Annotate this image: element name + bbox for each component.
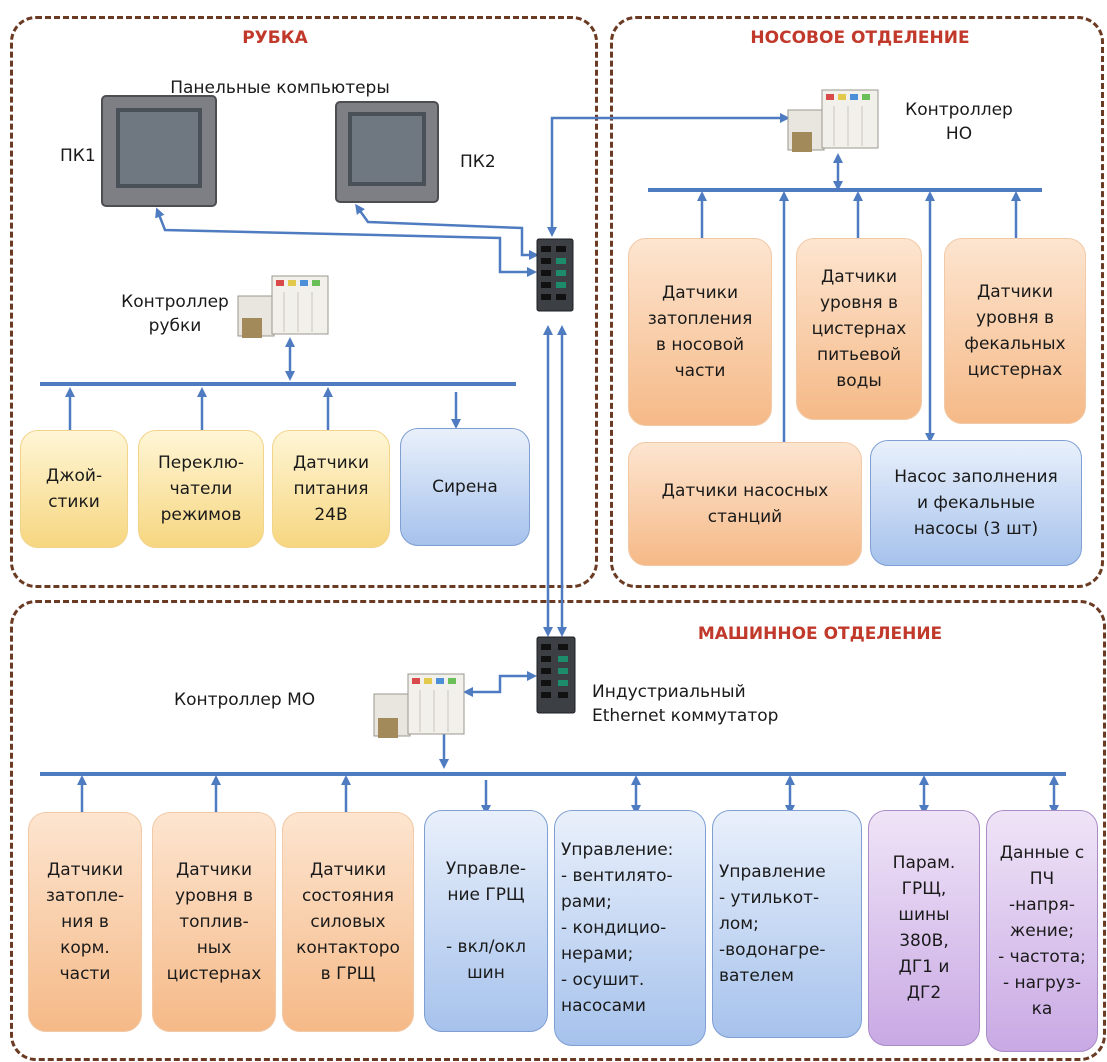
zone-title-engine: МАШИННОЕ ОТДЕЛЕНИЕ [697,624,943,644]
pc1-monitor-icon [101,95,217,207]
box-ventilation-control: Управление: - вентилято- рами; - кондици… [554,810,706,1046]
pc2-label: ПК2 [460,152,496,172]
pc1-label: ПК1 [60,146,96,166]
ethernet-switch-engine-icon [536,636,576,714]
controller-nose-icon [787,89,879,152]
controller-rubka-icon [237,275,329,338]
link-pc2-switch [355,203,539,260]
box-grsh-control: Управле- ние ГРЩ - вкл/окл шин [424,810,548,1032]
panel-computers-label: Панельные компьютеры [170,78,390,98]
link-pc1-switch [155,207,537,277]
zone-title-rubka: РУБКА [242,28,308,48]
box-grsh-params: Парам. ГРЩ, шины 380В, ДГ1 и ДГ2 [868,810,980,1046]
ethernet-switch-label: Индустриальный Ethernet коммутатор [592,682,779,726]
box-fuel-level: Датчики уровня в топлив- ных цистернах [152,812,276,1032]
box-drinking-water-level: Датчики уровня в цистернах питьевой воды [796,238,922,420]
bus-engine [40,772,1066,776]
bus-rubka [40,382,516,386]
box-contactor-state: Датчики состояния силовых контакторо в Г… [282,812,414,1032]
ethernet-switch-top-icon [536,238,574,312]
controller-engine-label: Контроллер МО [174,690,316,710]
link-switch-nose [547,113,790,237]
box-vfd-data: Данные с ПЧ -напря- жение; - частота; - … [986,810,1098,1052]
zone-title-nose: НОСОВОЕ ОТДЕЛЕНИЕ [750,28,970,48]
bus-nose [648,188,1042,192]
controller-engine-icon [373,673,465,738]
box-pump-station-sensors: Датчики насосных станций [628,442,862,566]
box-siren: Сирена [400,428,530,546]
box-stern-flood-sensors: Датчики затопле- ния в корм. части [28,812,142,1032]
box-fecal-level: Датчики уровня в фекальных цистернах [944,238,1086,424]
zone-rubka [10,16,598,588]
box-joysticks: Джой- стики [20,430,128,548]
box-nose-flood-sensors: Датчики затопления в носовой части [628,238,772,426]
box-power-sensors: Датчики питания 24В [272,430,390,548]
controller-rubka-label: Контроллер рубки [121,292,229,336]
box-pumps: Насос заполнения и фекальные насосы (3 ш… [870,440,1082,566]
controller-nose-label: Контроллер НО [905,100,1013,144]
box-boiler-control: Управление - утилькот- лом; -водонагре- … [712,810,862,1038]
zone-nose [610,16,1104,588]
pc2-monitor-icon [335,101,439,203]
link-switch-mo [463,671,537,697]
box-mode-switches: Переклю- чатели режимов [138,430,264,548]
